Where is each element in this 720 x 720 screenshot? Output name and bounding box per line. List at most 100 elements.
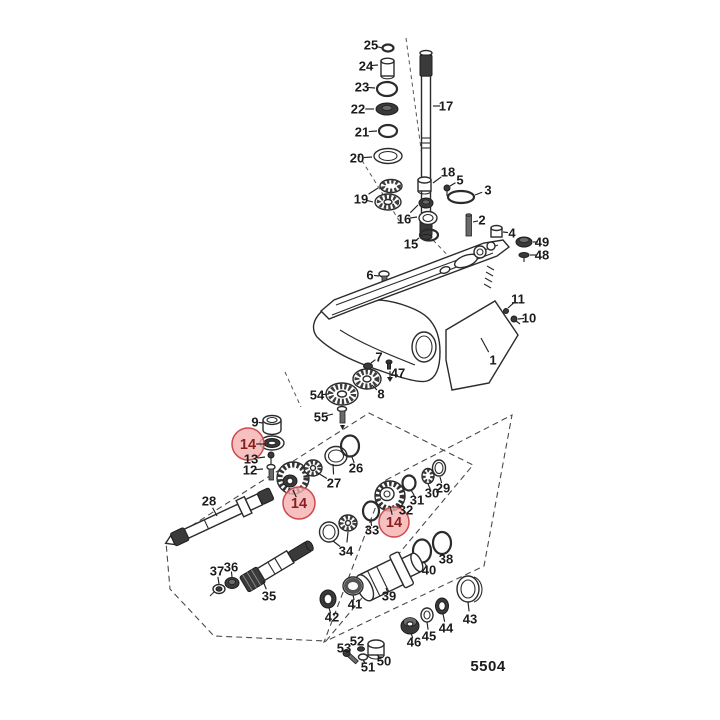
part-bolt-53 (342, 648, 359, 665)
part-gear-16 (418, 197, 438, 226)
part-washer-52 (357, 646, 365, 652)
part-cap-49 (515, 236, 533, 248)
callout-leader-line (257, 456, 266, 459)
part-label-55: 55 (314, 410, 328, 425)
part-label-19: 19 (354, 192, 368, 207)
part-label-28: 28 (202, 494, 216, 509)
callout-leader-line (376, 654, 382, 659)
callout-leader-line (332, 463, 335, 475)
part-label-27: 27 (327, 476, 341, 491)
callout-leader-line (385, 587, 389, 593)
callout-leader-line (480, 337, 490, 353)
callout-leader-line (474, 191, 483, 196)
callout-leader-line (472, 220, 479, 223)
part-ring-36 (224, 577, 240, 589)
highlighted-part-label-14: 14 (291, 496, 307, 512)
callout-leader-line (414, 237, 420, 242)
part-label-49: 49 (535, 235, 549, 250)
part-label-43: 43 (463, 612, 477, 627)
part-bearing-8 (352, 368, 382, 390)
part-label-25: 25 (364, 38, 378, 53)
part-label-48: 48 (535, 248, 549, 263)
callout-leader-line (371, 64, 379, 67)
part-label-54: 54 (310, 388, 325, 403)
part-screw-48 (518, 252, 530, 262)
callout-leader-line (230, 571, 233, 578)
callout-leader-line (409, 204, 419, 214)
part-label-6: 6 (366, 268, 373, 283)
part-clip-7 (363, 362, 373, 370)
part-washer-45 (420, 607, 434, 623)
part-label-38: 38 (439, 552, 453, 567)
callout-leader-line (423, 561, 428, 567)
part-label-30: 30 (425, 486, 439, 501)
part-clutch-35 (239, 540, 314, 593)
part-oring-15 (418, 228, 440, 242)
part-screw-13 (267, 451, 275, 465)
part-label-15: 15 (404, 237, 418, 252)
part-label-13: 13 (244, 452, 258, 467)
parts-layer (164, 43, 533, 665)
callout-leader-line (517, 317, 525, 320)
part-label-32: 32 (399, 503, 413, 518)
part-label-12: 12 (243, 463, 257, 478)
callout-leader-line (449, 182, 456, 187)
part-label-41: 41 (348, 597, 362, 612)
part-label-40: 40 (422, 563, 436, 578)
part-oring-3 (446, 189, 476, 205)
part-cup-9 (262, 414, 282, 436)
part-label-39: 39 (382, 589, 396, 604)
callout-leader-line (467, 601, 470, 612)
part-label-21: 21 (355, 125, 369, 140)
part-label-53: 53 (337, 641, 351, 656)
part-label-34: 34 (339, 544, 354, 559)
part-label-10: 10 (522, 311, 536, 326)
callout-leader-line (366, 199, 374, 203)
part-label-46: 46 (407, 635, 421, 650)
part-seal-22 (375, 102, 399, 116)
part-cup-50 (367, 639, 385, 660)
callout-leader-line (262, 580, 267, 590)
callout-leader-line (217, 576, 220, 585)
drawing-number: 5504 (470, 658, 506, 675)
callout-leader-line (292, 489, 297, 498)
part-label-8: 8 (377, 387, 384, 402)
callout-leader-line (322, 393, 330, 396)
callout-leader-line (326, 413, 334, 417)
callout-leader-line (426, 621, 429, 630)
callout-leader-line (370, 520, 373, 527)
callout-leader-line (368, 187, 379, 195)
part-bearing-27 (303, 445, 348, 477)
callout-leader-line (367, 86, 376, 89)
part-plug-4 (490, 224, 503, 238)
callout-leader-line (397, 503, 403, 508)
part-bolt-55 (336, 405, 348, 430)
callout-leader-line (410, 489, 415, 496)
callout-leader-line (351, 456, 355, 464)
part-label-2: 2 (478, 213, 485, 228)
callout-leader-line (439, 476, 443, 484)
part-bolt-12 (266, 463, 276, 481)
part-label-24: 24 (359, 59, 374, 74)
part-label-50: 50 (377, 654, 391, 669)
part-screw-10 (510, 315, 521, 325)
part-label-4: 4 (508, 226, 516, 241)
callout-leader-line (507, 302, 514, 309)
part-ring-38 (431, 530, 453, 556)
part-label-17: 17 (439, 99, 453, 114)
callout-leader-line (368, 130, 378, 133)
part-label-11: 11 (511, 292, 525, 307)
part-bearing-54 (325, 382, 359, 406)
highlight-circle-14 (378, 506, 410, 538)
part-housing-1 (312, 239, 519, 391)
part-carrier-39 (355, 551, 424, 602)
labels-layer: 2524232221201719181615532449486111017478… (202, 38, 549, 675)
part-propshaft-28 (164, 487, 275, 547)
part-seal-44 (435, 597, 449, 615)
part-label-20: 20 (350, 151, 364, 166)
part-label-26: 26 (349, 461, 363, 476)
part-label-5: 5 (456, 173, 463, 188)
part-label-3: 3 (484, 183, 491, 198)
